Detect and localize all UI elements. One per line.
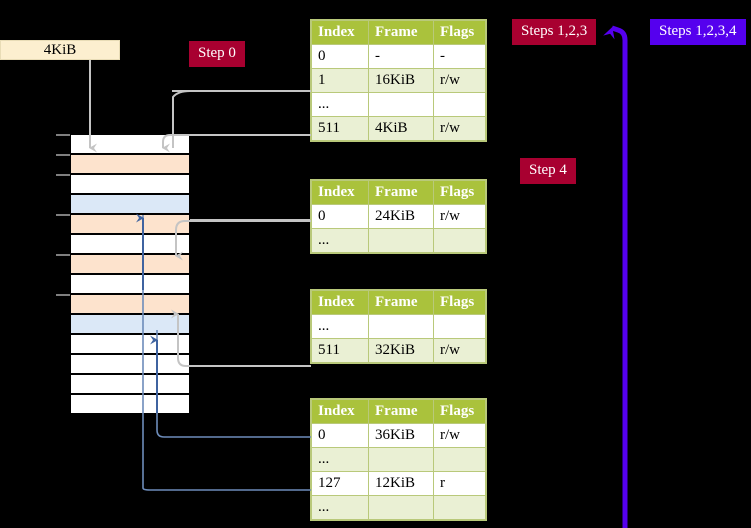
table-cell: 24KiB	[368, 204, 434, 229]
table-cell: 16KiB	[368, 68, 434, 93]
table-cell: ...	[311, 92, 369, 117]
memory-frame-row	[70, 314, 190, 334]
table-cell: 0	[311, 44, 369, 69]
memory-frame-tick	[56, 214, 70, 216]
table-cell: 511	[311, 338, 369, 363]
table-header-flags: Flags	[433, 399, 486, 424]
table-cell: ...	[311, 447, 369, 472]
table-cell: r	[433, 471, 486, 496]
memory-size-strip: 4KiB	[0, 40, 120, 60]
table-cell	[433, 314, 486, 339]
table-cell: r/w	[433, 68, 486, 93]
badge-steps-1234: Steps 1,2,3,4	[651, 20, 745, 44]
physical-memory-column	[56, 134, 190, 414]
table-cell: 36KiB	[368, 423, 434, 448]
memory-frame-row	[70, 154, 190, 174]
table-row: ...	[311, 447, 486, 472]
table-header-frame: Frame	[368, 180, 434, 205]
table-header-frame: Frame	[368, 290, 434, 315]
memory-frame-row	[70, 234, 190, 254]
table-row: ...	[311, 495, 486, 520]
table-cell: 127	[311, 471, 369, 496]
table-cell	[368, 447, 434, 472]
table-cell: 0	[311, 423, 369, 448]
table-cell: 32KiB	[368, 338, 434, 363]
wire-recursive-mapping	[603, 25, 628, 528]
memory-frame-tick	[56, 254, 70, 256]
memory-frame-row	[70, 374, 190, 394]
table-cell	[368, 314, 434, 339]
memory-frame-row	[70, 254, 190, 274]
table-header-index: Index	[311, 180, 369, 205]
table-row: 0--	[311, 44, 486, 69]
table-cell	[433, 447, 486, 472]
table-cell	[368, 92, 434, 117]
table-cell: r/w	[433, 423, 486, 448]
memory-frame-row	[70, 354, 190, 374]
table-cell: 4KiB	[368, 116, 434, 141]
wire-pdp-to-mem	[175, 220, 311, 261]
badge-step-0: Step 0	[190, 42, 244, 66]
table-header-flags: Flags	[433, 20, 486, 45]
memory-frame-row	[70, 134, 190, 154]
table-row: ...	[311, 314, 486, 339]
table-cell: -	[433, 44, 486, 69]
memory-frame-tick	[56, 174, 70, 176]
memory-size-label: 4KiB	[43, 41, 77, 58]
table-header-flags: Flags	[433, 180, 486, 205]
table-cell	[368, 228, 434, 253]
table-cell: 1	[311, 68, 369, 93]
table-cell: 511	[311, 116, 369, 141]
table-cell	[433, 228, 486, 253]
table-cell: r/w	[433, 338, 486, 363]
table-row: ...	[311, 92, 486, 117]
table-cell: ...	[311, 495, 369, 520]
badge-step-4: Step 4	[521, 159, 575, 183]
memory-frame-row	[70, 194, 190, 214]
table-cell: 0	[311, 204, 369, 229]
memory-frame-row	[70, 174, 190, 194]
memory-frame-row	[70, 294, 190, 314]
table-cell: ...	[311, 314, 369, 339]
memory-frame-row	[70, 214, 190, 234]
table-cell: -	[368, 44, 434, 69]
badge-steps-123: Steps 1,2,3	[513, 20, 596, 44]
memory-frame-row	[70, 334, 190, 354]
table-cell: 12KiB	[368, 471, 434, 496]
table-header-index: Index	[311, 20, 369, 45]
table-cell: r/w	[433, 204, 486, 229]
table-cell	[433, 92, 486, 117]
table-cell	[368, 495, 434, 520]
table-cell: ...	[311, 228, 369, 253]
table-header-flags: Flags	[433, 290, 486, 315]
table-header-frame: Frame	[368, 399, 434, 424]
table-header-frame: Frame	[368, 20, 434, 45]
table-cell	[433, 495, 486, 520]
memory-frame-tick	[56, 294, 70, 296]
table-row: ...	[311, 228, 486, 253]
memory-frame-tick	[56, 134, 70, 136]
memory-frame-row	[70, 274, 190, 294]
memory-frame-tick	[56, 154, 70, 156]
memory-frame-row	[70, 394, 190, 414]
table-header-index: Index	[311, 399, 369, 424]
table-header-index: Index	[311, 290, 369, 315]
table-cell: r/w	[433, 116, 486, 141]
wire-pd-to-mem	[171, 309, 311, 367]
